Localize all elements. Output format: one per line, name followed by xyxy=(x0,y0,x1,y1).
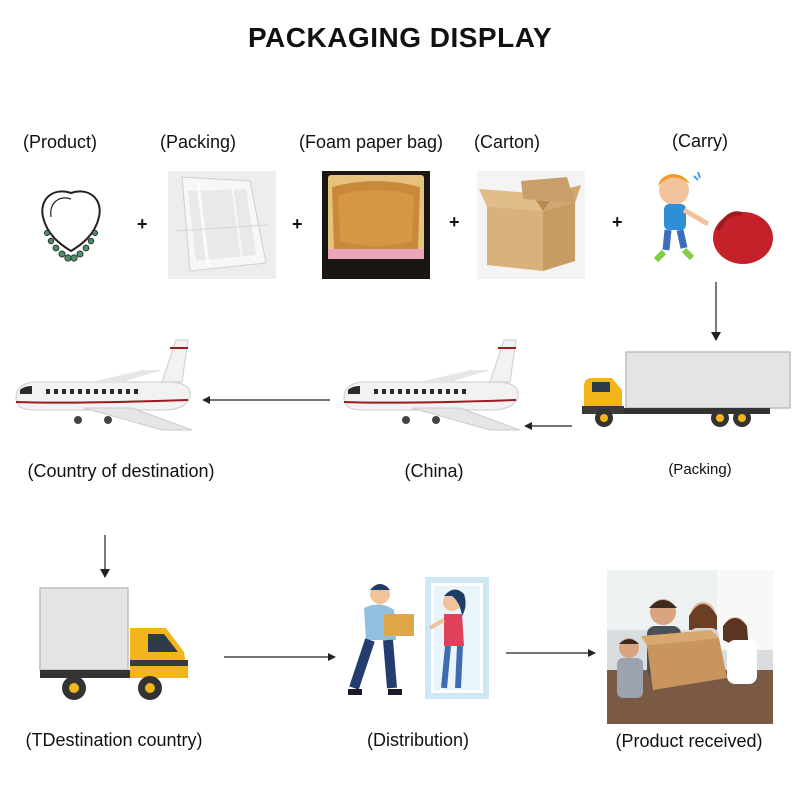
label-country-of-destination: (Country of destination) xyxy=(27,461,215,481)
label-packing-truck: (Packing) xyxy=(668,461,732,478)
plus-sign-2: + xyxy=(292,214,303,234)
truck-packing-icon xyxy=(582,351,791,427)
label-foam-paper-bag: (Foam paper bag) xyxy=(298,132,444,152)
delivery-distribution-illustration xyxy=(348,577,489,699)
carton-box-image xyxy=(477,171,585,279)
label-china: (China) xyxy=(404,461,464,481)
family-receiving-package-photo xyxy=(607,570,773,724)
label-carry: (Carry) xyxy=(672,131,728,151)
arrow-down-carry-to-truck xyxy=(711,282,721,341)
arrow-right-truck-to-distribution xyxy=(224,653,336,661)
page-title: PACKAGING DISPLAY xyxy=(247,22,553,53)
airplane-china-icon xyxy=(343,339,521,431)
necklace-icon xyxy=(41,190,101,262)
label-tdestination-country: (TDestination country) xyxy=(25,730,203,750)
arrow-down-destination-to-truck xyxy=(100,535,110,578)
boy-carrying-bag-illustration xyxy=(653,171,773,264)
plus-sign-4: + xyxy=(612,212,623,232)
arrow-left-china-to-destination xyxy=(202,396,330,404)
label-product: (Product) xyxy=(22,132,98,152)
arrow-right-distribution-to-received xyxy=(506,649,596,657)
foam-paper-bag-image xyxy=(322,171,430,279)
truck-destination-icon xyxy=(39,587,188,700)
airplane-destination-icon xyxy=(15,339,193,431)
arrow-left-truck-to-china xyxy=(524,422,572,430)
plastic-bag-image xyxy=(168,171,276,279)
label-carton: (Carton) xyxy=(473,132,540,152)
label-distribution: (Distribution) xyxy=(366,730,470,750)
label-packing: (Packing) xyxy=(159,132,237,152)
plus-sign-1: + xyxy=(137,214,148,234)
label-product-received: (Product received) xyxy=(615,731,763,751)
plus-sign-3: + xyxy=(449,212,460,232)
